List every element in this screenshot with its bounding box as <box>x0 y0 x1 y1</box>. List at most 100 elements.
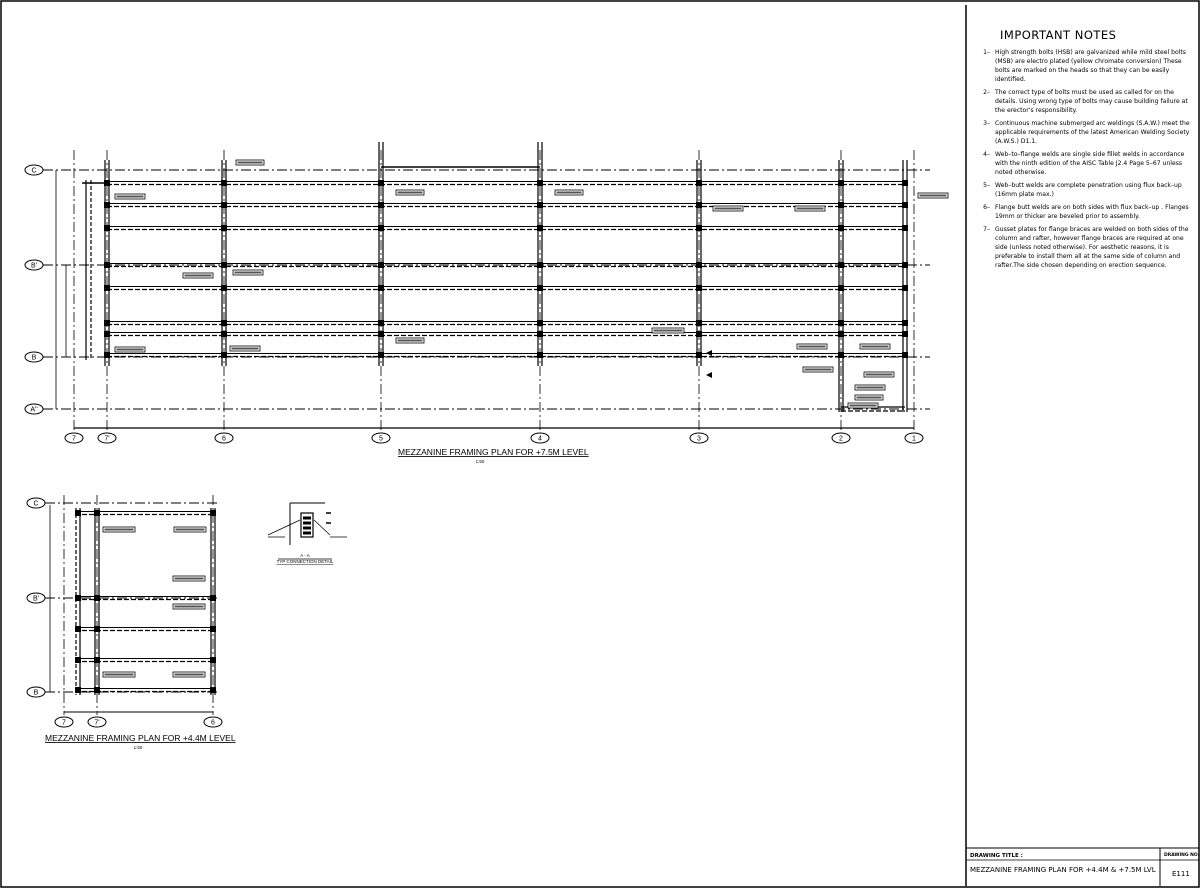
col-grid-7-label: 1 <box>912 436 916 443</box>
connection-node <box>94 626 100 632</box>
connection-node <box>696 352 702 358</box>
member-tag-text <box>653 329 683 332</box>
connection-node <box>94 657 100 663</box>
connection-node <box>210 657 216 663</box>
detail-section-label: A - A <box>300 553 310 558</box>
lower-col-grid-2-bubble <box>203 716 223 728</box>
note-number: 2– <box>983 89 990 96</box>
connection-node <box>378 180 384 186</box>
connection-node <box>838 331 844 337</box>
connection-node <box>902 285 908 291</box>
col-grid-2-bubble <box>214 432 234 444</box>
connection-node <box>210 626 216 632</box>
lower-row-grid-2-label: B <box>34 690 39 697</box>
note-number: 4– <box>983 151 990 158</box>
detail-leader <box>313 519 331 536</box>
note-item: 7–Gusset plates for flange braces are we… <box>968 225 1190 270</box>
connection-node <box>104 180 110 186</box>
connection-node <box>75 687 81 693</box>
note-text: Gusset plates for flange braces are weld… <box>995 226 1189 269</box>
connection-node <box>221 331 227 337</box>
connection-node <box>902 352 908 358</box>
row-grid-2-label: B <box>32 355 37 362</box>
connection-node <box>378 225 384 231</box>
row-grid-1-bubble <box>24 259 44 271</box>
note-number: 5– <box>983 182 990 189</box>
member-tag-text <box>919 194 947 197</box>
note-number: 1– <box>983 49 990 56</box>
member-tag-text <box>237 161 263 164</box>
member-tag-text <box>397 191 423 194</box>
connection-node <box>104 331 110 337</box>
connection-node <box>537 352 543 358</box>
member-tag-text <box>234 271 262 274</box>
connection-node <box>378 320 384 326</box>
member-tag-text <box>798 345 826 348</box>
lower-plan-title: MEZZANINE FRAMING PLAN FOR +4.4M LEVEL <box>45 733 236 743</box>
member-tag-text <box>865 373 893 376</box>
connection-node <box>537 180 543 186</box>
connection-node <box>221 262 227 268</box>
member-tag-text <box>714 207 742 210</box>
lower-col-grid-0-bubble <box>54 716 74 728</box>
note-item: 1–High strength bolts (HSB) are galvaniz… <box>968 48 1190 84</box>
note-item: 3–Continuous machine submerged arc weldi… <box>968 119 1190 146</box>
connection-node <box>838 262 844 268</box>
section-arrow <box>706 372 712 378</box>
connection-node <box>838 225 844 231</box>
connection-node <box>902 331 908 337</box>
note-item: 6– Flange butt welds are on both sides wi… <box>968 203 1190 221</box>
detail-caption: TYP CONNECTION DETAIL <box>277 559 334 564</box>
connection-node <box>75 595 81 601</box>
lower-row-grid-0-bubble <box>26 497 46 509</box>
connection-node <box>902 180 908 186</box>
connection-node <box>537 202 543 208</box>
connection-node <box>104 285 110 291</box>
connection-node <box>94 510 100 516</box>
drawing-no: E111 <box>1172 870 1190 878</box>
connection-node <box>75 626 81 632</box>
connection-node <box>902 225 908 231</box>
member-tag-text <box>861 345 889 348</box>
col-grid-6-label: 2 <box>839 436 843 443</box>
connection-node <box>221 202 227 208</box>
connection-node <box>696 202 702 208</box>
lower-row-grid-1-label: B' <box>33 596 39 603</box>
col-grid-4-bubble <box>530 432 550 444</box>
row-grid-2-bubble <box>24 351 44 363</box>
connection-node <box>378 331 384 337</box>
lower-row-grid-2-bubble <box>26 686 46 698</box>
connection-node <box>94 687 100 693</box>
lower-col-grid-1-bubble <box>87 716 107 728</box>
connection-node <box>537 320 543 326</box>
connection-node <box>838 202 844 208</box>
note-item: 4–Web–to–flange welds are single side fi… <box>968 150 1190 177</box>
detail-section-profile <box>300 512 314 538</box>
connection-node <box>537 285 543 291</box>
drawing-title-label: DRAWING TITLE : <box>970 853 1023 859</box>
note-text: Web–butt welds are complete penetration … <box>995 182 1182 198</box>
connection-node <box>838 352 844 358</box>
connection-node <box>210 687 216 693</box>
connection-node <box>696 180 702 186</box>
member-tag-text <box>174 577 204 580</box>
detail-bolt <box>303 521 311 525</box>
col-grid-5-label: 3 <box>697 436 701 443</box>
note-number: 3– <box>983 120 990 127</box>
member-tag-text <box>856 386 884 389</box>
connection-node <box>378 352 384 358</box>
connection-node <box>902 320 908 326</box>
connection-node <box>104 320 110 326</box>
member-tag-text <box>175 528 205 531</box>
note-item: 5– Web–butt welds are complete penetratio… <box>968 181 1190 199</box>
note-number: 6– <box>983 204 990 211</box>
member-tag-text <box>104 528 134 531</box>
connection-node <box>221 320 227 326</box>
member-tag-text <box>849 404 877 407</box>
note-text: Flange butt welds are on both sides with… <box>995 204 1189 220</box>
main-plan-title: MEZZANINE FRAMING PLAN FOR +7.5M LEVEL <box>398 447 589 457</box>
